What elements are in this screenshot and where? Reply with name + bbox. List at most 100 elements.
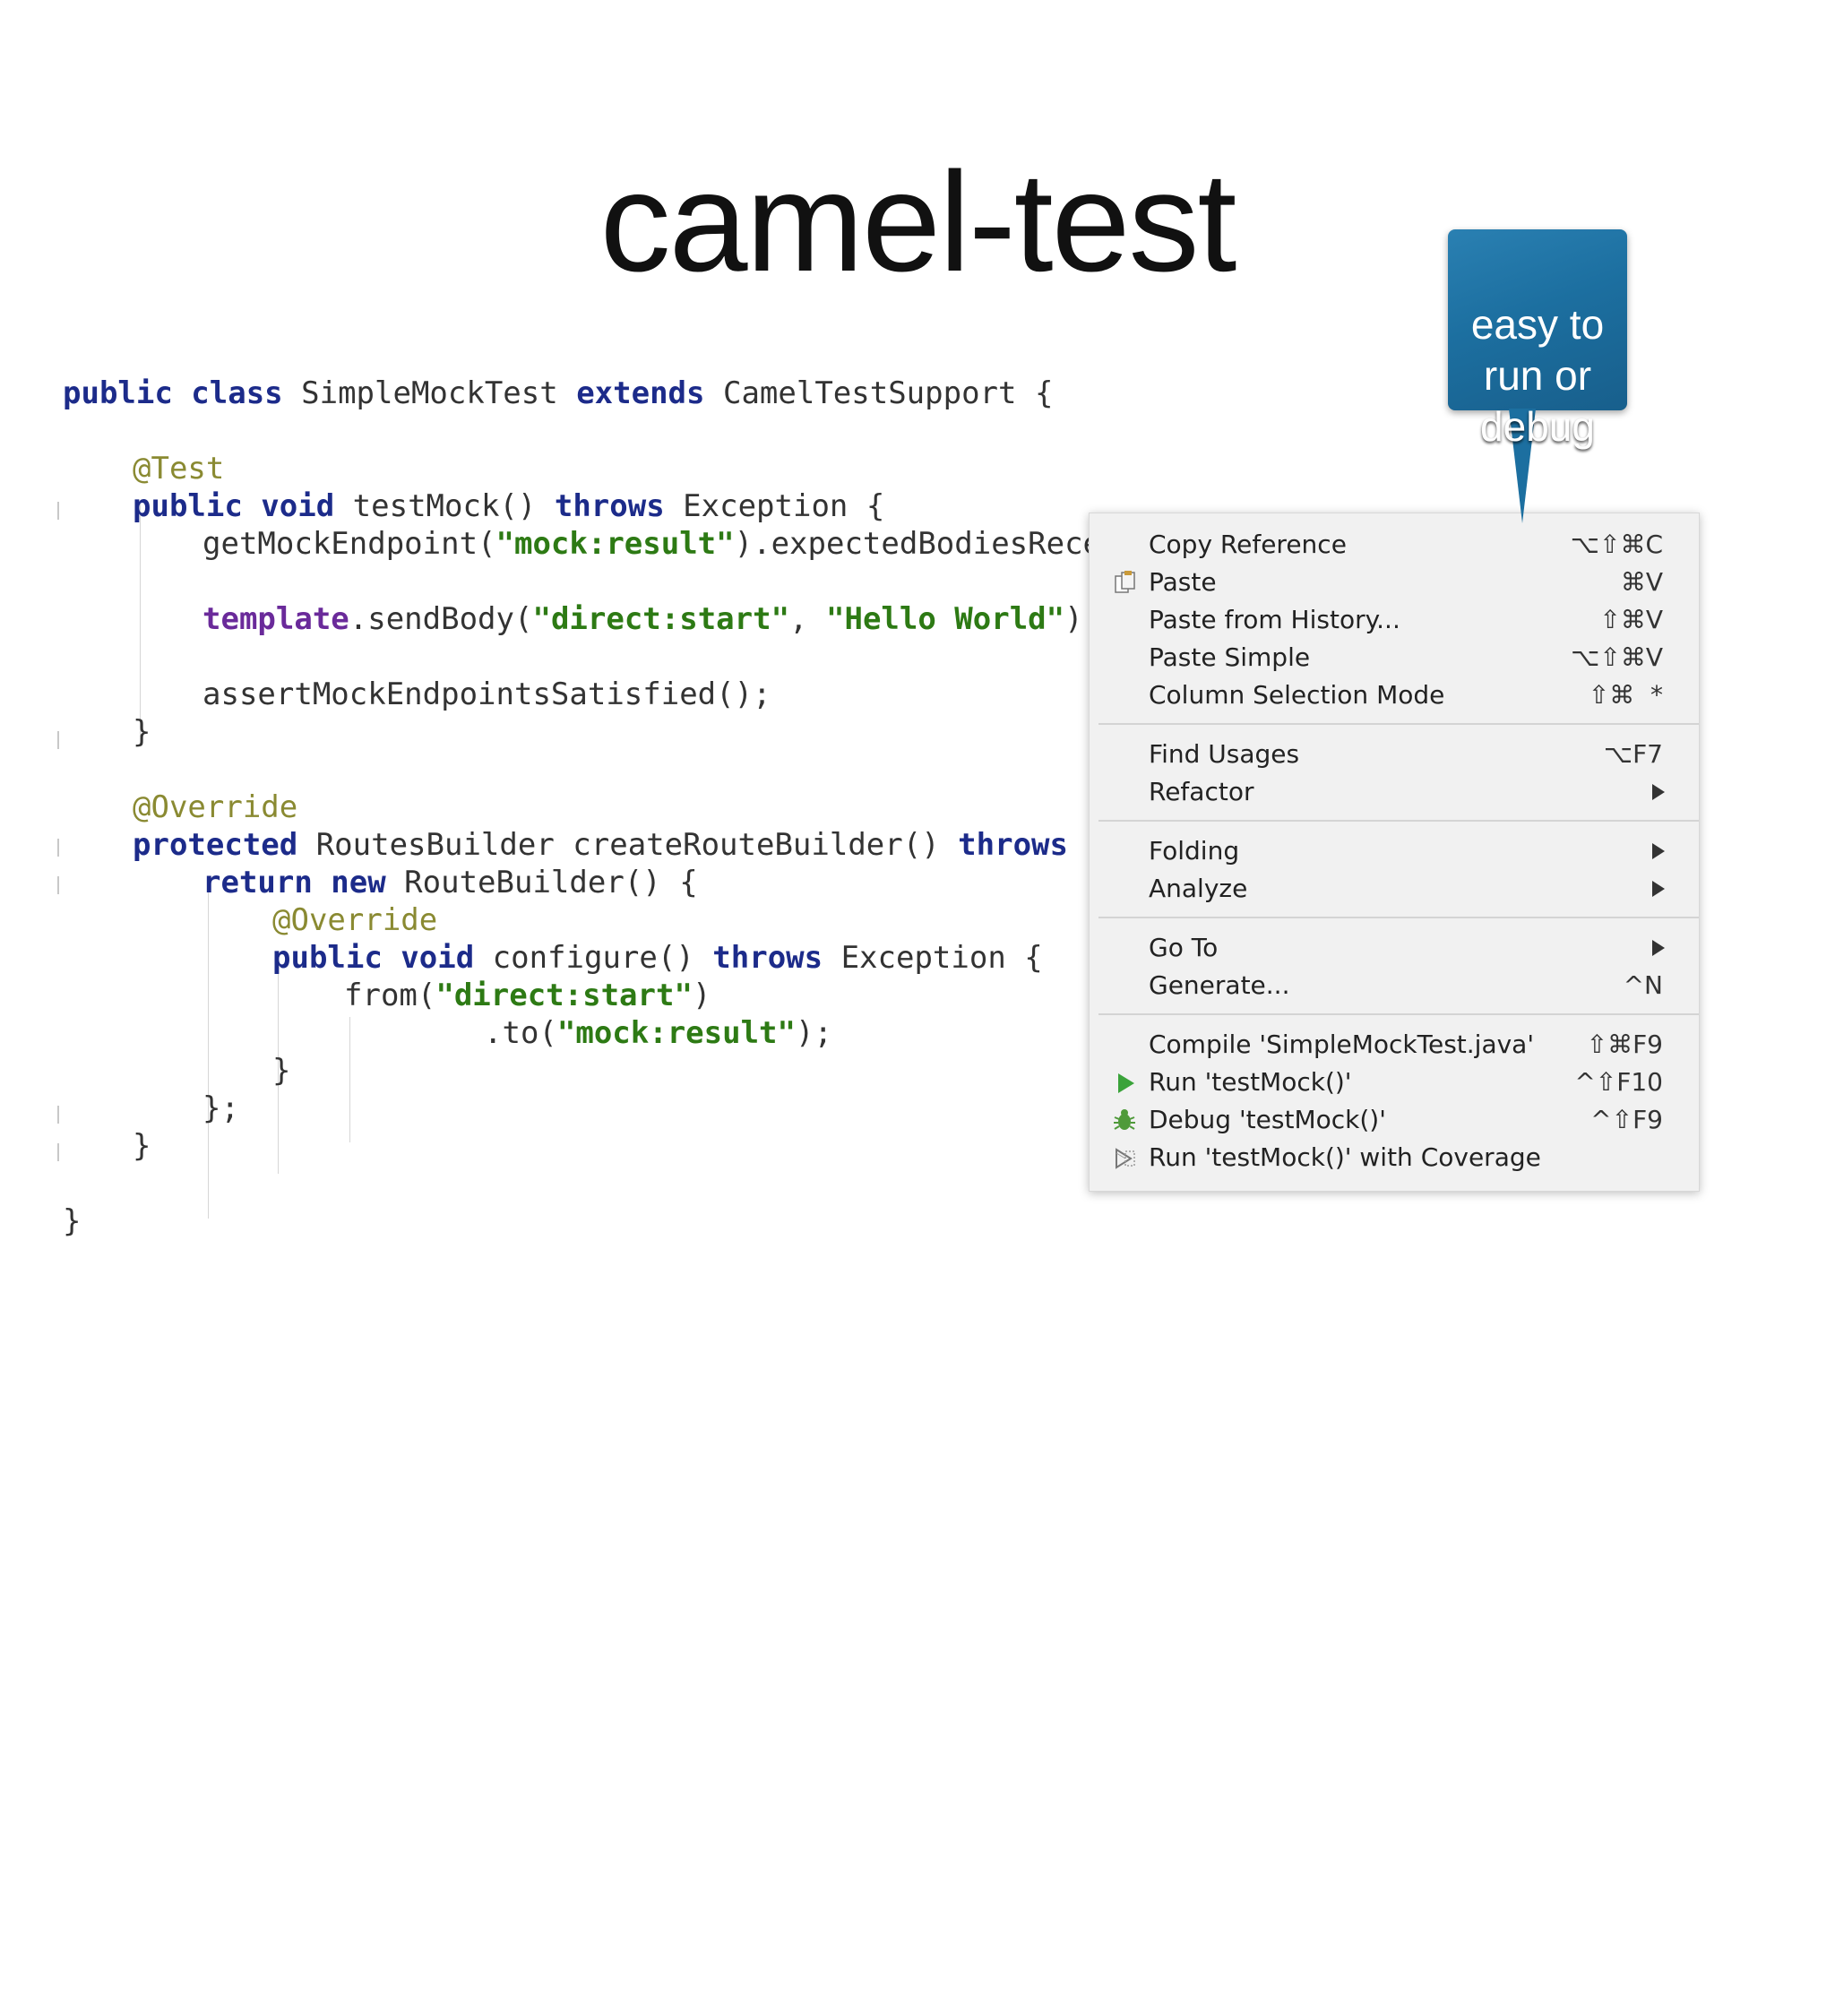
submenu-arrow-icon [1652, 881, 1665, 897]
menu-item-label: Generate... [1149, 970, 1290, 1000]
menu-item-label: Paste from History... [1149, 605, 1400, 634]
context-menu: Copy Reference ⌥⇧⌘C Paste ⌘V Paste from … [1089, 513, 1700, 1192]
menu-item-label: Find Usages [1149, 739, 1300, 769]
code-text: RouteBuilder() { [385, 865, 698, 900]
code-annotation: @Test [133, 451, 225, 487]
code-string: "direct:start" [435, 978, 693, 1013]
fold-marker[interactable] [52, 839, 59, 857]
code-line-to: .to("mock:result"); [484, 1014, 832, 1052]
menu-item-column-selection-mode[interactable]: Column Selection Mode ⇧⌘ * [1090, 676, 1699, 714]
code-method-name: testMock() [352, 488, 537, 524]
paste-icon [1113, 571, 1138, 596]
code-string: "Hello World" [826, 601, 1065, 637]
code-line-send-body: template.sendBody("direct:start", "Hello… [202, 600, 1132, 638]
menu-item-refactor[interactable]: Refactor [1090, 773, 1699, 811]
menu-item-label: Column Selection Mode [1149, 680, 1445, 710]
menu-item-shortcut: ⇧⌘F9 [1586, 1030, 1663, 1059]
code-brace: } [272, 1053, 291, 1089]
menu-item-debug-test[interactable]: Debug 'testMock()' ^⇧F9 [1090, 1101, 1699, 1139]
indent-guide [349, 1017, 350, 1142]
code-class-name: SimpleMockTest [301, 375, 558, 411]
menu-item-run-with-coverage[interactable]: Run 'testMock()' with Coverage [1090, 1139, 1699, 1176]
code-keyword: throws [712, 940, 823, 976]
code-line-route-signature: protected RoutesBuilder createRouteBuild… [133, 826, 1123, 864]
code-keyword: public class [63, 375, 283, 411]
callout-line: easy to [1470, 301, 1605, 348]
code-annotation: @Override [272, 902, 438, 938]
code-base-class: CamelTestSupport { [722, 375, 1054, 411]
menu-item-label: Refactor [1149, 777, 1254, 806]
menu-item-label: Copy Reference [1149, 530, 1347, 559]
menu-item-generate[interactable]: Generate... ^N [1090, 967, 1699, 1004]
code-text: Exception { [823, 940, 1043, 976]
menu-item-label: Run 'testMock()' with Coverage [1149, 1142, 1541, 1172]
menu-item-paste[interactable]: Paste ⌘V [1090, 564, 1699, 601]
menu-item-shortcut: ⇧⌘V [1599, 605, 1663, 634]
fold-marker[interactable] [52, 502, 59, 520]
submenu-arrow-icon [1652, 843, 1665, 859]
code-annotation: @Override [133, 789, 298, 825]
code-text: ); [796, 1015, 832, 1051]
menu-item-copy-reference[interactable]: Copy Reference ⌥⇧⌘C [1090, 526, 1699, 564]
menu-item-run-test[interactable]: Run 'testMock()' ^⇧F10 [1090, 1064, 1699, 1101]
code-line-return: return new RouteBuilder() { [202, 864, 698, 901]
code-keyword: extends [576, 375, 705, 411]
code-keyword: public void [133, 488, 335, 524]
code-text: from( [344, 978, 436, 1013]
menu-item-paste-simple[interactable]: Paste Simple ⌥⇧⌘V [1090, 639, 1699, 676]
menu-item-compile[interactable]: Compile 'SimpleMockTest.java' ⇧⌘F9 [1090, 1026, 1699, 1064]
slide-title: camel-test [599, 143, 1237, 301]
code-text: , [789, 601, 826, 637]
code-brace: }; [202, 1090, 239, 1126]
debug-icon [1113, 1108, 1138, 1133]
callout-line: debug [1480, 403, 1595, 450]
submenu-arrow-icon [1652, 940, 1665, 956]
fold-marker[interactable] [52, 876, 59, 894]
code-brace: } [133, 714, 151, 750]
code-keyword: throws [554, 488, 665, 524]
submenu-arrow-icon [1652, 784, 1665, 800]
fold-marker[interactable] [52, 1106, 59, 1124]
menu-item-shortcut: ⌘V [1620, 567, 1663, 597]
code-line-test-signature: public void testMock() throws Exception … [133, 487, 884, 525]
indent-guide [278, 959, 279, 1174]
menu-separator [1098, 820, 1699, 822]
menu-item-folding[interactable]: Folding [1090, 832, 1699, 870]
code-brace: } [63, 1203, 82, 1239]
menu-item-analyze[interactable]: Analyze [1090, 870, 1699, 908]
callout-line: run or [1483, 352, 1592, 399]
menu-item-label: Analyze [1149, 874, 1248, 903]
code-keyword: public void [272, 940, 475, 976]
code-keyword: return new [202, 865, 386, 900]
code-line-assert: assertMockEndpointsSatisfied(); [202, 676, 771, 712]
code-text: RoutesBuilder createRouteBuilder() [297, 827, 959, 863]
code-text: ).expectedBodiesRecei [734, 526, 1120, 562]
menu-item-label: Go To [1149, 933, 1219, 962]
indent-guide [140, 504, 141, 737]
callout-bubble [1448, 229, 1627, 410]
menu-item-label: Debug 'testMock()' [1149, 1105, 1386, 1134]
menu-item-go-to[interactable]: Go To [1090, 929, 1699, 967]
menu-item-shortcut: ^N [1623, 970, 1663, 1000]
menu-item-paste-from-history[interactable]: Paste from History... ⇧⌘V [1090, 601, 1699, 639]
code-string: "mock:result" [495, 526, 735, 562]
menu-item-find-usages[interactable]: Find Usages ⌥F7 [1090, 736, 1699, 773]
code-string: "direct:start" [532, 601, 790, 637]
code-editor[interactable]: public class SimpleMockTest extends Came… [0, 367, 1132, 1254]
fold-marker[interactable] [52, 1143, 59, 1161]
menu-item-shortcut: ⇧⌘ * [1588, 680, 1663, 710]
menu-item-label: Paste [1149, 567, 1217, 597]
code-text: configure() [474, 940, 713, 976]
code-text: ) [692, 978, 711, 1013]
code-field: template [202, 601, 349, 637]
fold-marker[interactable] [52, 731, 59, 749]
code-line-mock-endpoint: getMockEndpoint("mock:result").expectedB… [202, 525, 1120, 563]
menu-item-label: Folding [1149, 836, 1240, 866]
code-line-configure: public void configure() throws Exception… [272, 939, 1043, 977]
code-string: "mock:result" [556, 1015, 796, 1051]
menu-item-label: Compile 'SimpleMockTest.java' [1149, 1030, 1535, 1059]
menu-separator [1098, 1013, 1699, 1015]
menu-item-shortcut: ⌥⇧⌘V [1571, 642, 1663, 672]
menu-item-label: Paste Simple [1149, 642, 1311, 672]
coverage-icon [1113, 1146, 1138, 1171]
